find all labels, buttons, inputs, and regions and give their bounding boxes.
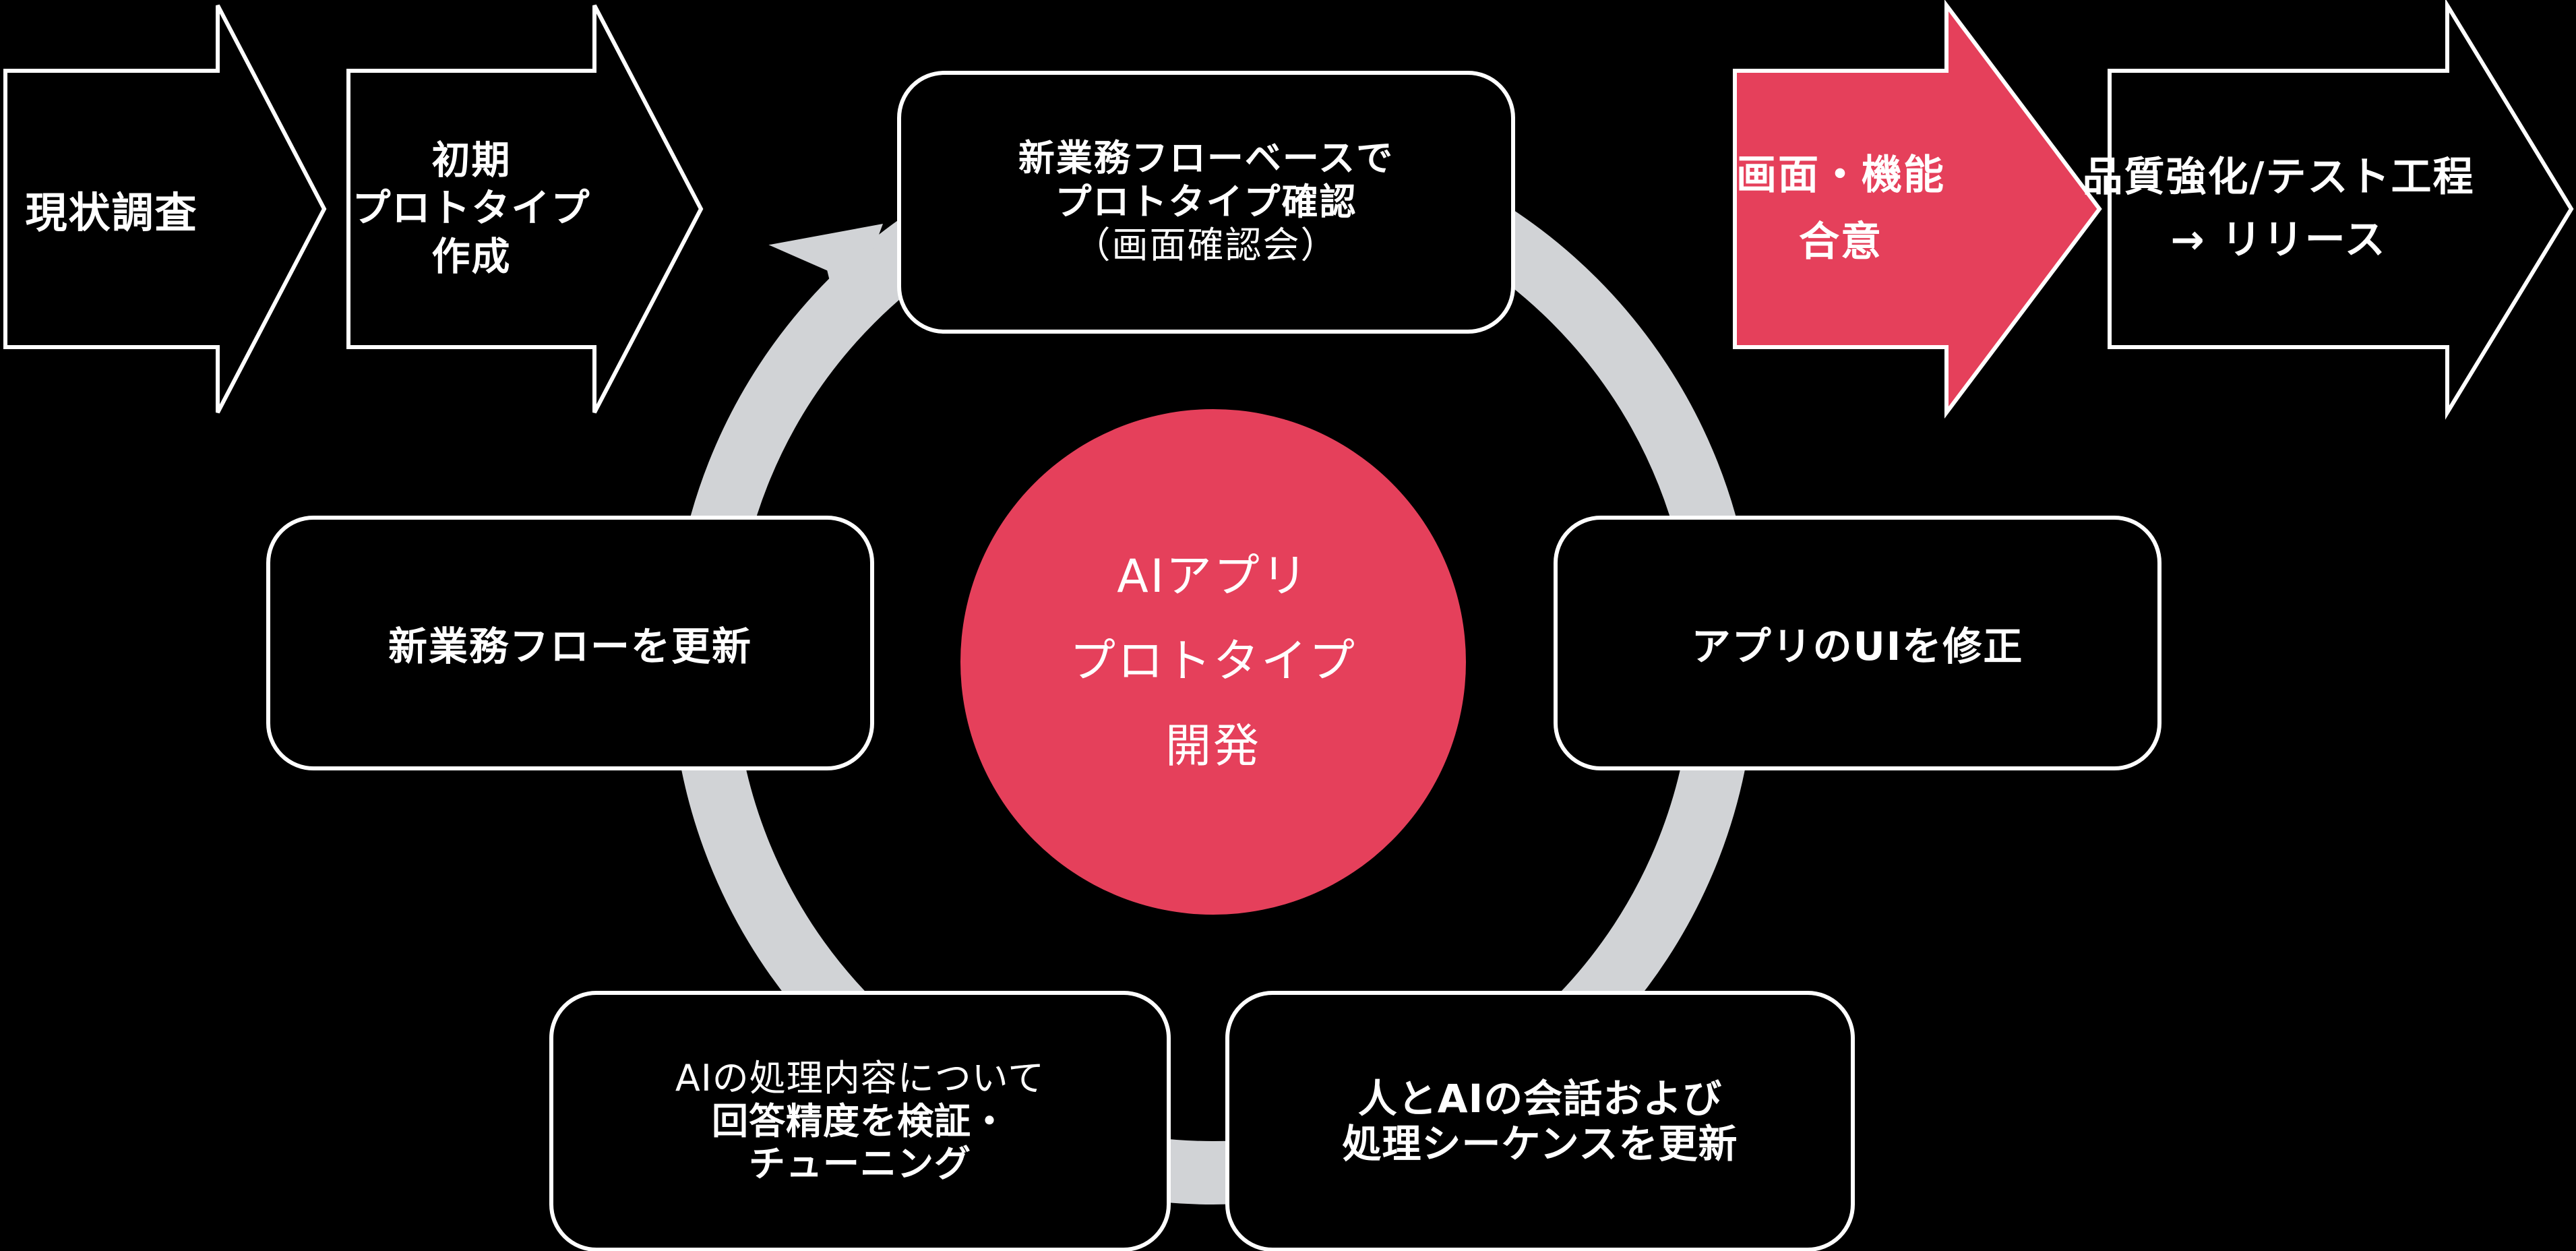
cycle-center-line2: プロトタイプ bbox=[1069, 635, 1357, 689]
cycle-bottom-left-box: AIの処理内容について 回答精度を検証・ チューニング bbox=[549, 991, 1171, 1251]
flow-step1-label: 現状調査 bbox=[5, 71, 218, 347]
cycle-center-line1: AIアプリ bbox=[1117, 550, 1310, 604]
flow-step5-line1: 品質強化/テスト工程 bbox=[2082, 154, 2475, 201]
flow-step2-arrow-shape bbox=[346, 4, 704, 414]
flow-step2-line1: 初期 bbox=[431, 138, 512, 183]
cycle-bottom-left-line3: チューニング bbox=[749, 1142, 971, 1186]
flow-step2-line3: 作成 bbox=[431, 234, 512, 279]
cycle-center-circle: AIアプリ プロトタイプ 開発 bbox=[960, 409, 1466, 915]
flow-step3-line2: プロトタイプ確認 bbox=[1055, 180, 1357, 223]
flow-step1-arrow-shape bbox=[3, 4, 327, 414]
flow-step5-line2: → リリース bbox=[2170, 216, 2387, 264]
cycle-bottom-left-line1: AIの処理内容について bbox=[675, 1056, 1045, 1099]
cycle-bottom-right-box: 人とAIの会話および 処理シーケンスを更新 bbox=[1225, 991, 1855, 1251]
cycle-bottom-right-line2: 処理シーケンスを更新 bbox=[1342, 1120, 1738, 1167]
cycle-left-box: 新業務フローを更新 bbox=[266, 516, 874, 770]
flow-step2-label: 初期 プロトタイプ 作成 bbox=[348, 71, 594, 347]
flow-step4-line2: 合意 bbox=[1799, 218, 1882, 266]
flow-step2-line2: プロトタイプ bbox=[352, 186, 591, 231]
flow-step4-line1: 画面・機能 bbox=[1736, 152, 1945, 199]
cycle-right-box-label: アプリのUIを修正 bbox=[1691, 623, 2024, 669]
cycle-left-box-label: 新業務フローを更新 bbox=[388, 623, 752, 669]
flow-step4-label: 画面・機能 合意 bbox=[1735, 71, 1946, 347]
flow-step4-arrow-shape bbox=[1733, 0, 2102, 419]
cycle-bottom-left-line2: 回答精度を検証・ bbox=[712, 1099, 1008, 1142]
flow-step1-line1: 現状調査 bbox=[25, 188, 198, 237]
cycle-center-line3: 開発 bbox=[1165, 719, 1261, 773]
flow-step3-box: 新業務フローベースで プロトタイプ確認 （画面確認会） bbox=[897, 71, 1515, 334]
flow-step3-line1: 新業務フローベースで bbox=[1018, 136, 1394, 179]
cycle-ring-arrowhead-icon bbox=[768, 224, 883, 333]
cycle-right-box: アプリのUIを修正 bbox=[1554, 516, 2161, 770]
flow-step3-line3: （画面確認会） bbox=[1074, 224, 1339, 267]
flow-step5-arrow-shape bbox=[2108, 0, 2574, 420]
cycle-bottom-right-line1: 人とAIの会話および bbox=[1357, 1075, 1723, 1122]
flow-step5-label: 品質強化/テスト工程 → リリース bbox=[2083, 71, 2474, 347]
